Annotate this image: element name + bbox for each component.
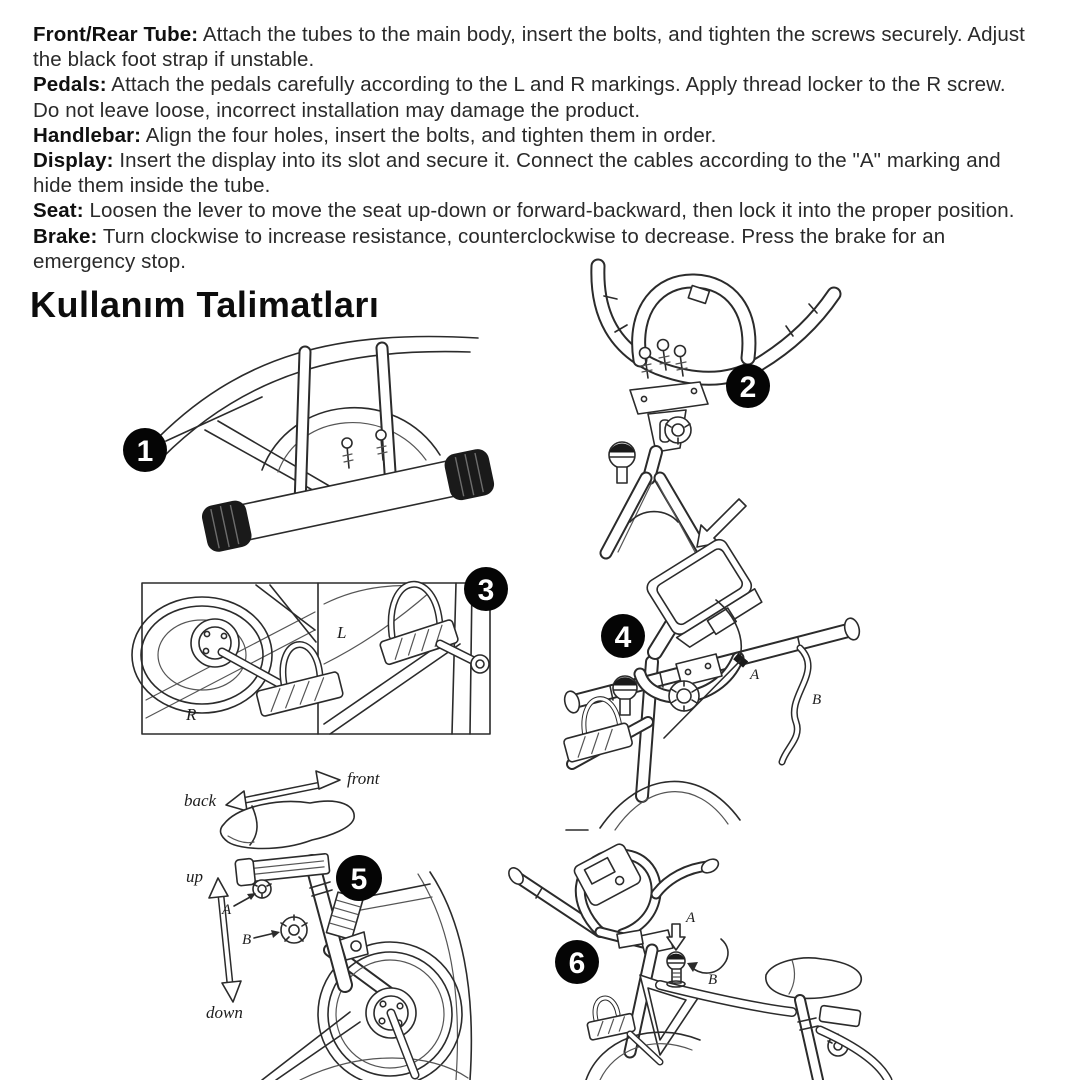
instruction-text: Attach the pedals carefully according to… <box>33 73 1006 122</box>
brake-label-b: B <box>708 972 717 988</box>
pedal-label-left: L <box>336 623 346 642</box>
bolt-icon <box>638 346 653 379</box>
clamp-bracket <box>687 284 711 305</box>
tube-end-cap <box>201 500 252 552</box>
instruction-label: Brake: <box>33 224 98 248</box>
step-2-number: 2 <box>740 371 757 404</box>
instruction-handlebar: Handlebar: Align the four holes, insert … <box>33 123 1031 148</box>
figure-step1-front-rear-tube: 1 <box>123 335 495 552</box>
seat-label-a: A <box>221 902 232 918</box>
instruction-text: Turn clockwise to increase resistance, c… <box>33 224 946 273</box>
seat-slider-rail <box>234 852 331 887</box>
brake-knob-icon <box>666 951 686 988</box>
pedal-right <box>255 671 344 717</box>
cable-label-a: A <box>749 667 760 683</box>
instruction-front-rear-tube: Front/Rear Tube: Attach the tubes to the… <box>33 22 1031 72</box>
figure-step6-brake: A B 6 <box>508 843 893 1080</box>
saddle <box>219 800 355 850</box>
seat-label-up: up <box>186 867 203 886</box>
stabilizer-tube <box>201 449 495 552</box>
instruction-text: Attach the tubes to the main body, inser… <box>33 23 1025 72</box>
pop-pin-knob-icon <box>608 441 636 484</box>
seat-lever-a <box>252 879 272 899</box>
instruction-label: Seat: <box>33 199 84 223</box>
hex-knob-icon <box>668 680 700 712</box>
turn-arrow-icon <box>689 938 729 974</box>
instruction-brake: Brake: Turn clockwise to increase resist… <box>33 224 1031 274</box>
step-5-badge <box>336 855 382 901</box>
step-5-number: 5 <box>351 863 368 896</box>
tube-end-cap <box>444 449 495 501</box>
display-screen-small <box>573 843 642 906</box>
adjustment-knob-icon <box>664 416 692 445</box>
bolt-icon <box>341 437 354 469</box>
step-4-badge <box>601 614 645 658</box>
figure-step5-seat: back front up down <box>184 769 473 1080</box>
step-3-badge <box>464 567 508 611</box>
figure-step3-pedals: R L 3 <box>131 567 508 735</box>
step-6-number: 6 <box>569 947 586 980</box>
pedal-label-right: R <box>185 705 197 724</box>
instruction-label: Handlebar: <box>33 123 142 147</box>
pop-pin-knob-icon <box>612 675 638 716</box>
assembly-instructions: Front/Rear Tube: Attach the tubes to the… <box>33 22 1031 274</box>
brake-label-a: A <box>685 910 696 926</box>
instruction-text: Insert the display into its slot and sec… <box>33 149 1001 198</box>
seat-label-back: back <box>184 791 217 810</box>
instruction-display: Display: Insert the display into its slo… <box>33 148 1031 198</box>
seat-knob-b <box>280 914 308 944</box>
cable-a <box>715 599 743 661</box>
step-1-badge <box>123 428 167 472</box>
bolt-icon <box>656 338 671 371</box>
step-3-number: 3 <box>478 574 495 607</box>
seat-label-b: B <box>242 932 251 948</box>
bolt-icon <box>375 429 388 461</box>
saddle-small <box>765 957 863 1000</box>
pedal-icon <box>563 722 633 763</box>
step-2-badge <box>726 364 770 408</box>
step-1-number: 1 <box>137 435 154 468</box>
instruction-label: Pedals: <box>33 73 107 97</box>
pedal-panel-frame <box>141 582 491 735</box>
page-title: Kullanım Talimatları <box>30 284 380 325</box>
step-4-number: 4 <box>615 621 632 654</box>
figure-step2-handlebar: 2 <box>590 258 842 560</box>
stem-plate <box>629 381 709 415</box>
bolt-icon <box>673 344 688 377</box>
pedal-icon <box>586 1012 636 1041</box>
stem-clamp <box>675 653 723 687</box>
instruction-label: Front/Rear Tube: <box>33 23 199 46</box>
seat-label-front: front <box>347 769 381 788</box>
front-back-arrow-icon <box>225 770 341 812</box>
instruction-pedals: Pedals: Attach the pedals carefully acco… <box>33 72 1031 122</box>
instruction-label: Display: <box>33 149 114 173</box>
instruction-text: Loosen the lever to move the seat up-dow… <box>89 199 1015 223</box>
display-screen <box>646 538 763 648</box>
pedal-left <box>379 619 459 666</box>
cable-label-b: B <box>812 692 821 708</box>
step-6-badge <box>555 940 599 984</box>
instruction-seat: Seat: Loosen the lever to move the seat … <box>33 198 1031 223</box>
instruction-text: Align the four holes, insert the bolts, … <box>145 123 717 147</box>
seat-label-down: down <box>206 1003 243 1022</box>
figure-step4-display: A B 4 <box>563 498 861 831</box>
press-arrow-icon <box>666 923 686 951</box>
up-down-arrow-icon <box>208 877 242 1003</box>
